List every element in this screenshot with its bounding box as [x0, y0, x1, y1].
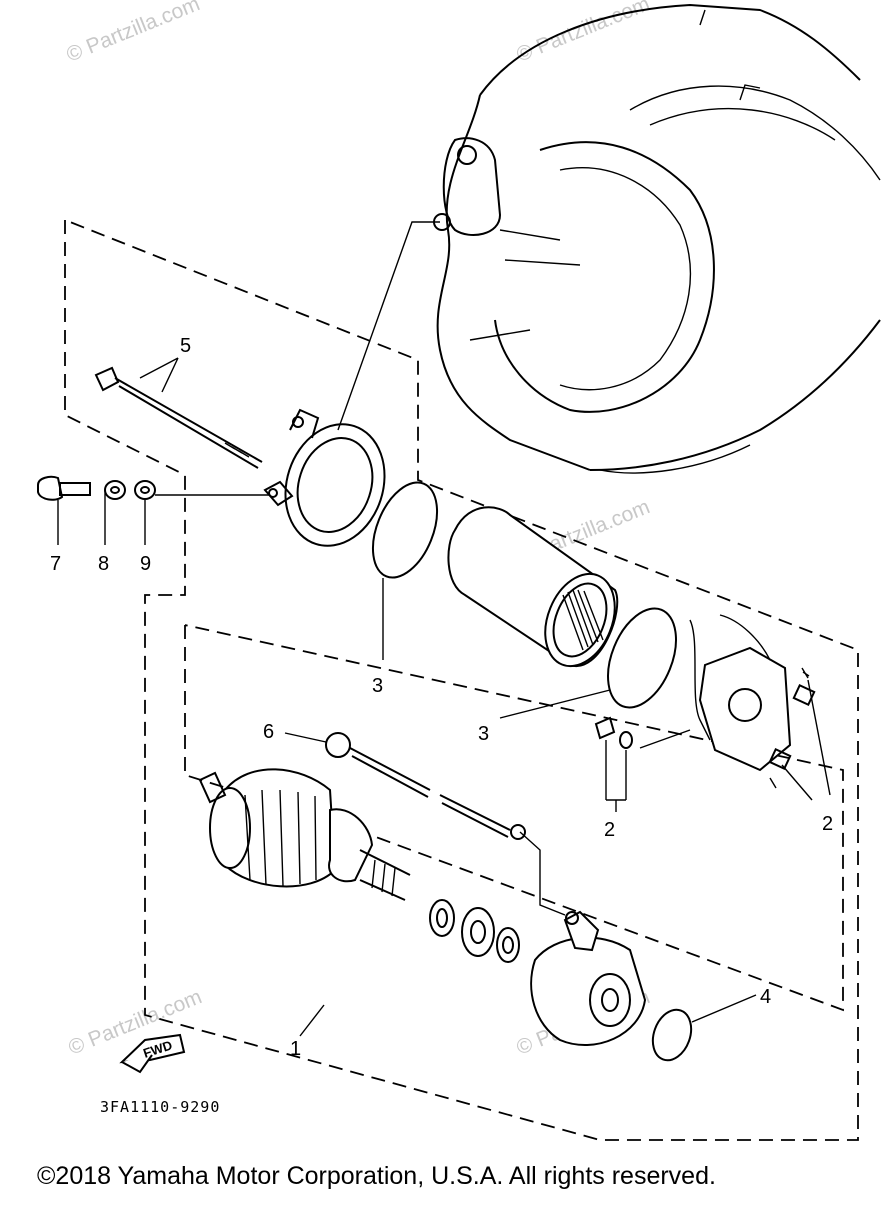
callout-8: 8: [98, 553, 109, 575]
callout-2-brush: 2: [822, 813, 833, 835]
callout-6: 6: [263, 721, 274, 743]
o-ring-lower: [607, 607, 677, 709]
callout-5: 5: [180, 335, 191, 357]
brush-screw-set: [594, 716, 633, 749]
dashed-group-outer: [64, 219, 859, 1141]
terminal-lead: [325, 732, 526, 840]
callout-7: 7: [50, 553, 61, 575]
crankcase-housing: [433, 3, 881, 474]
yoke-housing: [447, 506, 619, 668]
watermark-top-right: © Partzilla.com: [513, 0, 653, 67]
callout-3-upper: 3: [372, 675, 383, 697]
callouts: 5 7 8 9 3 3 6 2 2 4 1: [50, 335, 833, 1060]
front-cover: [263, 408, 386, 547]
brush-holder: [689, 614, 816, 789]
o-ring-upper: [371, 481, 439, 579]
callout-4: 4: [760, 986, 771, 1008]
part-code: 3FA1110-9290: [100, 1098, 220, 1116]
o-ring-4: [651, 1008, 693, 1062]
callout-3-lower: 3: [478, 723, 489, 745]
long-bolts: [94, 366, 263, 469]
callout-2-screw: 2: [604, 819, 615, 841]
bolt-washer-set: [37, 475, 156, 501]
bearing-stack: [429, 899, 520, 963]
leader-lines: [57, 221, 831, 1037]
fwd-arrow: FWD: [119, 1033, 186, 1074]
callout-9: 9: [140, 553, 151, 575]
armature: [198, 768, 411, 901]
watermark-top-left: © Partzilla.com: [63, 0, 203, 67]
callout-1: 1: [290, 1038, 301, 1060]
rear-cover: [530, 910, 647, 1046]
copyright-notice: ©2018 Yamaha Motor Corporation, U.S.A. A…: [37, 1162, 716, 1190]
